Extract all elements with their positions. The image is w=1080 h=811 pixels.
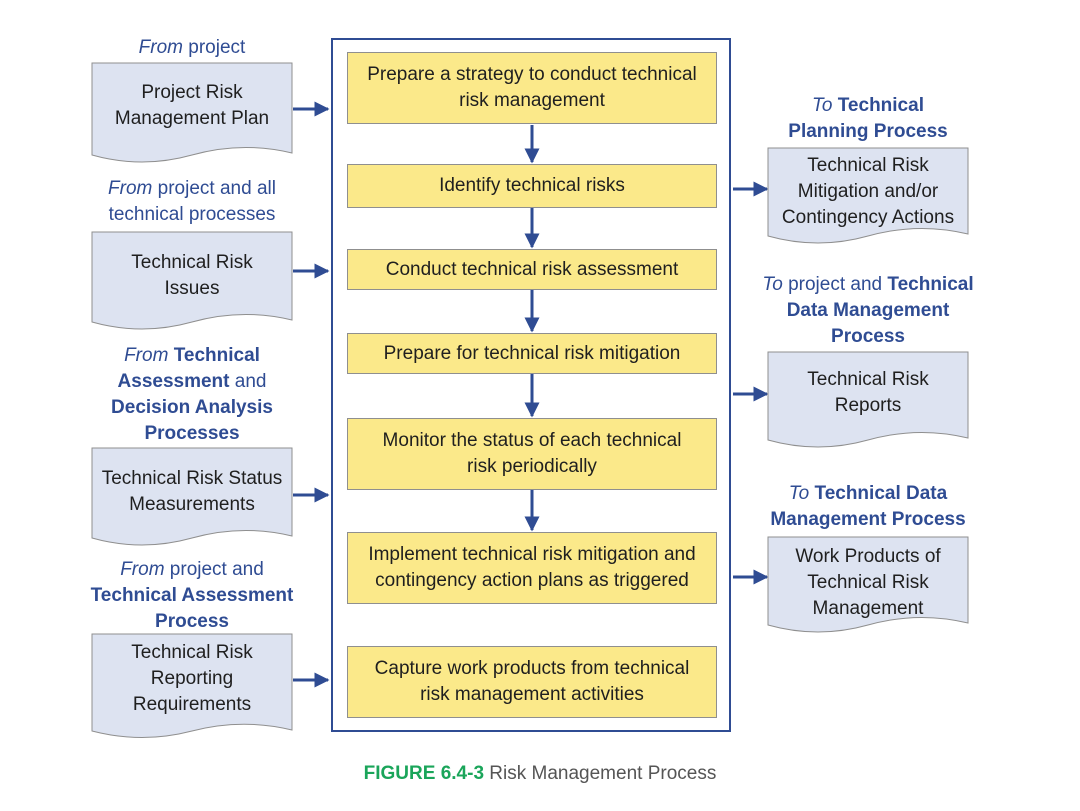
step-text-line: contingency action plans as triggered	[375, 570, 689, 591]
input-document-reporting-requirements: Technical Risk Reporting Requirements	[91, 633, 293, 740]
document-text-line: Technical Risk	[807, 572, 929, 593]
source-text: Assessment	[117, 371, 230, 392]
output-destination-label: To Technical Planning Process	[758, 93, 978, 145]
input-document-risk-issues: Technical Risk Issues	[91, 231, 293, 332]
source-text: Technical	[173, 345, 260, 366]
source-text: Processes	[144, 423, 240, 444]
output-document-mitigation-actions: Technical Risk Mitigation and/or Conting…	[767, 147, 969, 248]
document-shape	[91, 633, 293, 738]
document-shape	[767, 147, 969, 244]
step-identify-risks: Identify technical risks	[347, 164, 717, 208]
document-text-line: Measurements	[129, 494, 255, 515]
document-shape	[91, 447, 293, 546]
document-text-line: Technical Risk	[807, 155, 929, 176]
document-text-line: Contingency Actions	[781, 207, 955, 228]
figure-caption: FIGURE 6.4-3 Risk Management Process	[0, 763, 1080, 785]
output-destination-label: To Technical Data Management Process	[758, 481, 978, 533]
document-text-line: Technical Risk	[131, 252, 253, 273]
step-text-line: risk management activities	[420, 684, 644, 705]
source-prefix: From	[108, 178, 153, 199]
process-container	[331, 38, 731, 732]
step-text-line: Capture work products from technical	[374, 658, 690, 679]
source-prefix: From	[124, 345, 169, 366]
document-text-line: Work Products of	[795, 546, 941, 567]
step-capture-work-products: Capture work products from technical risk…	[347, 646, 717, 718]
destination-prefix: To	[812, 95, 833, 116]
input-source-label: From Technical Assessment and Decision A…	[80, 343, 304, 447]
figure-title: Risk Management Process	[489, 763, 717, 784]
output-document-risk-reports: Technical Risk Reports	[767, 351, 969, 452]
step-text-line: risk periodically	[467, 456, 597, 477]
destination-text: project and	[782, 274, 883, 295]
step-text-line: Monitor the status of each technical	[382, 430, 682, 451]
input-document-status-measurements: Technical Risk Status Measurements	[91, 447, 293, 548]
input-source-label: From project and Technical Assessment Pr…	[80, 557, 304, 635]
input-source-label: From project	[92, 35, 292, 61]
destination-text: Technical	[887, 274, 974, 295]
document-text-line: Management Plan	[114, 108, 270, 129]
source-text: Decision Analysis	[111, 397, 273, 418]
document-text-line: Issues	[164, 278, 220, 299]
step-text-line: Identify technical risks	[439, 175, 625, 196]
document-text-line: Project Risk	[141, 82, 243, 103]
document-shape	[767, 351, 969, 448]
document-text-line: Reports	[834, 395, 902, 416]
document-text-line: Mitigation and/or	[797, 181, 939, 202]
figure-number: FIGURE 6.4-3	[363, 763, 485, 784]
document-shape	[91, 62, 293, 163]
document-text-line: Reporting	[150, 668, 234, 689]
source-text: Technical Assessment	[90, 585, 294, 606]
step-monitor-status: Monitor the status of each technical risk…	[347, 418, 717, 490]
document-shape	[91, 231, 293, 330]
destination-text: Data Management	[786, 300, 950, 321]
document-text-line: Management	[812, 598, 924, 619]
source-text: project and	[164, 559, 264, 580]
step-text-line: Prepare a strategy to conduct technical	[367, 64, 697, 85]
destination-text: Process	[831, 326, 905, 347]
source-text: project and all	[152, 178, 276, 199]
step-conduct-assessment: Conduct technical risk assessment	[347, 249, 717, 290]
step-prepare-strategy: Prepare a strategy to conduct technical r…	[347, 52, 717, 124]
source-text: Process	[155, 611, 229, 632]
input-document-risk-plan: Project Risk Management Plan	[91, 62, 293, 165]
document-text-line: Requirements	[132, 694, 252, 715]
source-text: project	[183, 37, 246, 58]
step-text-line: Conduct technical risk assessment	[385, 258, 679, 280]
source-prefix: From	[138, 37, 183, 58]
destination-prefix: To	[762, 274, 783, 295]
destination-prefix: To	[788, 483, 810, 504]
step-prepare-mitigation: Prepare for technical risk mitigation	[347, 333, 717, 374]
step-implement-mitigation: Implement technical risk mitigation and c…	[347, 532, 717, 604]
document-text-line: Technical Risk Status	[101, 468, 283, 489]
source-prefix: From	[120, 559, 165, 580]
input-source-label: From project and all technical processes	[80, 176, 304, 228]
document-text-line: Technical Risk	[807, 369, 929, 390]
step-text-line: Prepare for technical risk mitigation	[383, 342, 681, 364]
destination-text: Management Process	[770, 509, 966, 530]
output-destination-label: To project and Technical Data Management…	[752, 272, 984, 350]
source-text: and	[229, 371, 267, 392]
document-shape	[767, 536, 969, 633]
output-document-work-products: Work Products of Technical Risk Manageme…	[767, 536, 969, 637]
destination-text: Technical Data	[814, 483, 948, 504]
source-text: technical processes	[108, 204, 276, 225]
destination-text: Technical	[837, 95, 924, 116]
step-text-line: risk management	[459, 90, 605, 111]
document-text-line: Technical Risk	[131, 642, 253, 663]
destination-text: Planning Process	[788, 121, 948, 142]
step-text-line: Implement technical risk mitigation and	[368, 544, 696, 565]
